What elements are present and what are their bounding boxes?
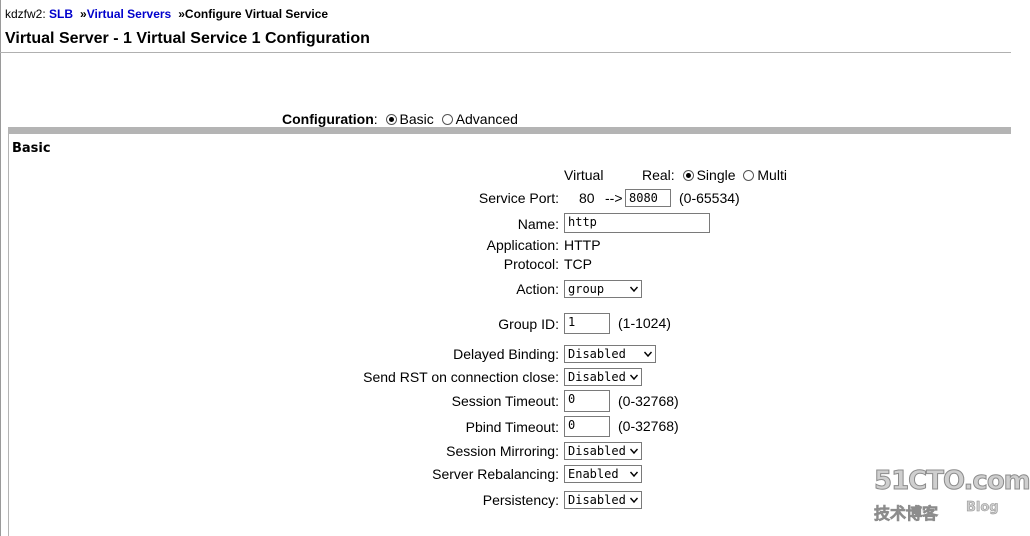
- title-divider: [0, 52, 1011, 53]
- name-input[interactable]: http: [564, 213, 710, 233]
- delayed-binding-select[interactable]: Disabled: [564, 345, 656, 364]
- protocol-label: Protocol:: [503, 256, 559, 272]
- send-rst-select-value: Disabled: [568, 370, 626, 385]
- name-label: Name:: [517, 216, 559, 232]
- action-label: Action:: [516, 281, 559, 297]
- panel-left-border: [8, 134, 9, 536]
- port-range-hint: (0-65534): [679, 190, 740, 206]
- delayed-binding-select-value: Disabled: [568, 347, 626, 362]
- protocol-row: Protocol: TCP: [0, 256, 1011, 274]
- advanced-radio-label: Advanced: [455, 111, 518, 127]
- session-timeout-label: Session Timeout:: [451, 393, 559, 409]
- chevron-down-icon: [643, 351, 653, 358]
- basic-radio[interactable]: [385, 114, 397, 125]
- session-mirroring-row: Session Mirroring: Disabled: [0, 442, 1011, 462]
- real-multi-label: Multi: [757, 167, 787, 183]
- real-single-radio[interactable]: [682, 170, 694, 181]
- session-mirroring-label: Session Mirroring:: [446, 443, 559, 459]
- configuration-colon: :: [373, 111, 378, 127]
- page-title: Virtual Server - 1 Virtual Service 1 Con…: [5, 30, 370, 47]
- breadcrumb-current: Configure Virtual Service: [184, 7, 329, 21]
- persistency-select[interactable]: Disabled: [564, 491, 642, 510]
- session-mirroring-select-value: Disabled: [568, 444, 626, 459]
- persistency-select-value: Disabled: [568, 493, 626, 508]
- real-mode-group: Real: Single Multi: [642, 167, 787, 183]
- watermark-line3: Blog: [966, 500, 999, 516]
- group-id-label: Group ID:: [498, 316, 559, 332]
- send-rst-row: Send RST on connection close: Disabled: [0, 368, 1011, 388]
- virtual-real-header: Virtual: [564, 167, 603, 183]
- action-select-value: group: [568, 282, 605, 297]
- send-rst-label: Send RST on connection close:: [363, 369, 559, 385]
- pbind-timeout-range-hint: (0-32768): [618, 418, 679, 434]
- group-id-input[interactable]: 1: [564, 313, 610, 334]
- session-timeout-input[interactable]: 0: [564, 390, 610, 412]
- configuration-label: Configuration: [282, 111, 374, 127]
- configuration-mode: Configuration: Basic Advanced: [282, 111, 518, 127]
- breadcrumb-separator: »: [80, 7, 87, 21]
- action-row: Action: group: [0, 280, 1011, 300]
- watermark-line2: 技术博客: [874, 504, 939, 524]
- breadcrumb-link-slb[interactable]: SLB: [49, 7, 74, 21]
- group-id-row: Group ID: 1 (1-1024): [0, 313, 1011, 335]
- server-rebalancing-select-value: Enabled: [568, 467, 619, 482]
- persistency-label: Persistency:: [482, 492, 559, 508]
- basic-radio-label: Basic: [399, 111, 434, 127]
- port-arrow: -->: [605, 190, 623, 206]
- persistency-row: Persistency: Disabled: [0, 491, 1011, 511]
- chevron-down-icon: [629, 286, 639, 293]
- delayed-binding-label: Delayed Binding:: [453, 346, 559, 362]
- watermark-line1: 51CTO.com: [874, 466, 1030, 497]
- chevron-down-icon: [629, 497, 639, 504]
- breadcrumb-host: kdzfw2:: [5, 7, 46, 21]
- session-timeout-row: Session Timeout: 0 (0-32768): [0, 390, 1011, 413]
- breadcrumb-separator: »: [178, 7, 185, 21]
- protocol-value: TCP: [564, 256, 592, 272]
- session-timeout-range-hint: (0-32768): [618, 393, 679, 409]
- section-title-basic: Basic: [12, 141, 51, 156]
- virtual-label: Virtual: [564, 167, 604, 183]
- chevron-down-icon: [629, 471, 639, 478]
- application-value: HTTP: [564, 237, 601, 253]
- chevron-down-icon: [629, 448, 639, 455]
- group-id-range-hint: (1-1024): [618, 315, 671, 331]
- application-label: Application:: [486, 237, 559, 253]
- pbind-timeout-row: Pbind Timeout: 0 (0-32768): [0, 416, 1011, 438]
- pbind-timeout-label: Pbind Timeout:: [465, 419, 559, 435]
- action-select[interactable]: group: [564, 280, 642, 299]
- breadcrumb: kdzfw2: SLB»Virtual Servers»Configure Vi…: [5, 7, 328, 21]
- session-mirroring-select[interactable]: Disabled: [564, 442, 642, 461]
- left-border: [0, 0, 1, 536]
- virtual-port-value: 80: [579, 190, 595, 206]
- real-label: Real:: [642, 167, 675, 183]
- real-single-label: Single: [696, 167, 736, 183]
- service-port-label: Service Port:: [478, 190, 559, 206]
- watermark-logo: 51CTO.com 技术博客 Blog: [874, 466, 1030, 526]
- breadcrumb-link-virtual-servers[interactable]: Virtual Servers: [86, 7, 172, 21]
- panel-header-bar: [8, 127, 1011, 134]
- application-row: Application: HTTP: [0, 237, 1011, 255]
- delayed-binding-row: Delayed Binding: Disabled: [0, 345, 1011, 365]
- real-multi-radio[interactable]: [743, 170, 755, 181]
- server-rebalancing-select[interactable]: Enabled: [564, 465, 642, 484]
- service-port-row: Service Port: 80 --> 8080 (0-65534): [0, 189, 1011, 209]
- send-rst-select[interactable]: Disabled: [564, 368, 642, 387]
- server-rebalancing-row: Server Rebalancing: Enabled: [0, 465, 1011, 485]
- name-row: Name: http: [0, 213, 1011, 235]
- chevron-down-icon: [629, 374, 639, 381]
- advanced-radio[interactable]: [441, 114, 453, 125]
- pbind-timeout-input[interactable]: 0: [564, 416, 610, 437]
- server-rebalancing-label: Server Rebalancing:: [432, 466, 559, 482]
- real-port-input[interactable]: 8080: [625, 189, 671, 208]
